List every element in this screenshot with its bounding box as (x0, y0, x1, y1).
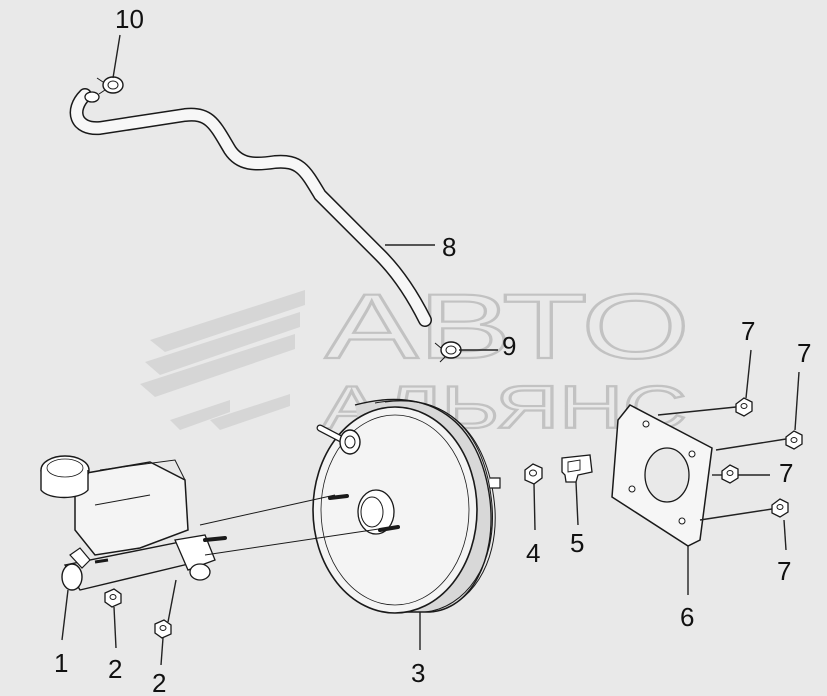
callout-1: 1 (54, 648, 68, 678)
gasket-part-6 (611, 404, 713, 547)
callout-7-mid: 7 (779, 458, 793, 488)
leader-lines (61, 34, 800, 666)
hose-clamp-top (96, 76, 124, 95)
nut-part-7-a (735, 397, 753, 417)
callout-8: 8 (442, 232, 456, 262)
master-cylinder (40, 455, 386, 591)
watermark-logo (140, 290, 305, 430)
callout-2-right: 2 (152, 668, 166, 696)
nut-part-2-b (154, 619, 172, 639)
callout-6: 6 (680, 602, 694, 632)
callout-9: 9 (502, 331, 516, 361)
callout-labels: 10 8 9 7 7 7 7 1 2 2 3 4 5 6 (54, 4, 811, 696)
nut-part-7-b (785, 430, 803, 450)
callout-5: 5 (570, 528, 584, 558)
nut-part-7-c (721, 464, 739, 484)
clevis-part-5 (561, 454, 593, 483)
callout-7-right: 7 (797, 338, 811, 368)
callout-2-left: 2 (108, 654, 122, 684)
nut-part-2-a (104, 588, 122, 608)
brake-booster (312, 398, 501, 614)
vacuum-hose (69, 88, 432, 327)
watermark-line1: АВТО (325, 276, 690, 378)
callout-7-bottom: 7 (777, 556, 791, 586)
callout-4: 4 (526, 538, 540, 568)
callout-3: 3 (411, 658, 425, 688)
callout-10: 10 (115, 4, 144, 34)
nut-part-7-d (771, 498, 789, 518)
hose-clamp-lower (434, 341, 462, 363)
nut-part-4 (524, 463, 543, 485)
callout-7-top: 7 (741, 316, 755, 346)
